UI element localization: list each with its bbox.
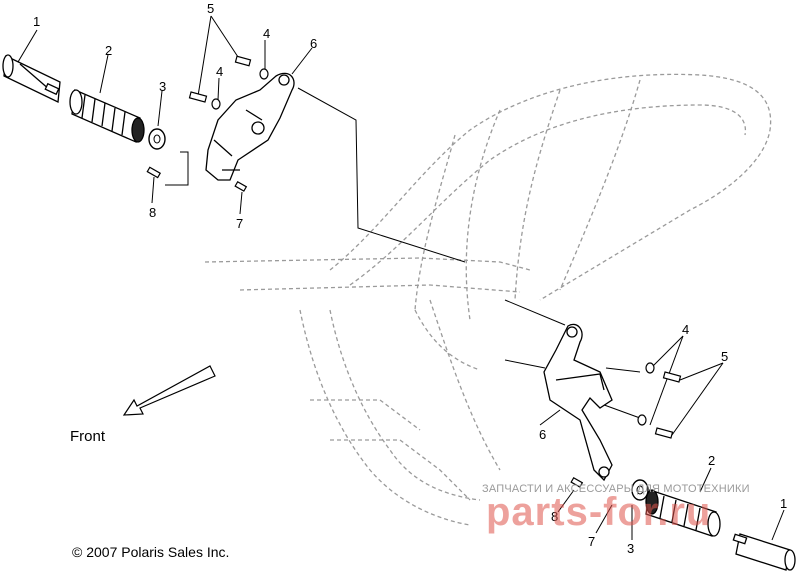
watermark-tagline: ЗАПЧАСТИ И АКСЕССУАРЫ ДЛЯ МОТОТЕХНИКИ: [482, 483, 750, 495]
right-bolts: [570, 362, 682, 488]
callout-left-4-upper: 4: [263, 26, 270, 41]
callout-left-3: 3: [159, 79, 166, 94]
left-bolts: [146, 55, 269, 192]
callout-right-1: 1: [780, 496, 787, 511]
leader-lines: [17, 15, 785, 541]
callout-right-5: 5: [721, 349, 728, 364]
callout-left-6: 6: [310, 36, 317, 51]
callout-left-5: 5: [207, 1, 214, 16]
callout-right-7: 7: [588, 534, 595, 549]
front-label: Front: [70, 428, 106, 445]
front-arrow: [122, 365, 216, 416]
left-footpeg-rubber: [69, 89, 145, 143]
callout-right-8: 8: [551, 509, 558, 524]
callout-left-8: 8: [149, 205, 156, 220]
callout-left-4-lower: 4: [216, 64, 223, 79]
callout-right-4: 4: [682, 322, 689, 337]
right-footpeg-pin: [732, 533, 796, 571]
right-footrest-bracket: [543, 323, 613, 482]
left-footrest-bracket: [205, 72, 295, 181]
callout-left-7: 7: [236, 216, 243, 231]
callout-left-1: 1: [33, 14, 40, 29]
left-washer: [148, 128, 166, 150]
callout-left-2: 2: [105, 43, 112, 58]
right-footpeg-rubber: [645, 489, 721, 537]
left-footpeg-pin: [2, 54, 61, 103]
callout-right-2: 2: [708, 453, 715, 468]
callout-right-3: 3: [627, 541, 634, 556]
right-washer: [631, 479, 649, 501]
copyright-notice: © 2007 Polaris Sales Inc.: [72, 544, 230, 560]
callout-right-6: 6: [539, 427, 546, 442]
watermark-logo: parts-for.ru: [486, 490, 712, 534]
frame-outline: [204, 73, 772, 526]
